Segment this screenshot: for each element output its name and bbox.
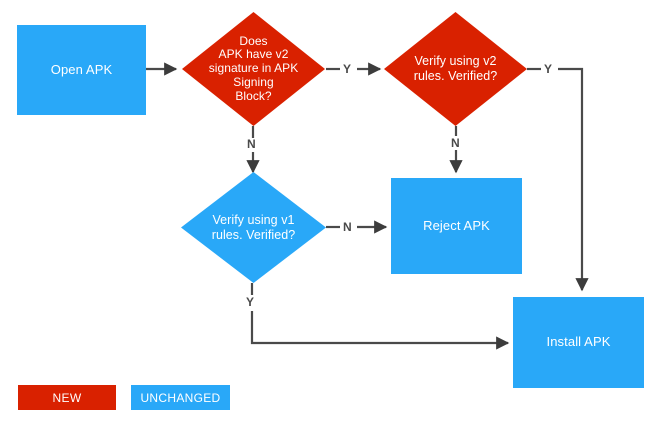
edge-verifyv2-yes [527,67,589,292]
diamond-shape-verify-v1 [181,172,326,283]
edge-label-v2check-no: N [247,137,256,151]
diamond-shape-has-v2-signature [182,12,325,126]
legend-item-unchanged: UNCHANGED [131,385,230,410]
edge-label-verifyv2-no: N [451,136,460,150]
node-reject-apk-label: Reject APK [423,217,490,233]
edge-verifyv1-yes [250,283,510,350]
node-install-apk[interactable]: Install APK [513,297,644,388]
edge-label-verifyv2-yes: Y [544,62,553,76]
node-verify-v2[interactable]: Verify using v2 rules. Verified? [384,12,527,126]
node-open-apk-label: Open APK [50,61,113,77]
legend-item-unchanged-label: UNCHANGED [140,390,221,405]
legend-item-new-label: NEW [52,390,82,405]
legend-item-new: NEW [18,385,116,410]
edge-label-verifyv1-no: N [343,220,352,234]
diamond-shape-verify-v2 [384,12,527,126]
edge-label-v2check-yes: Y [343,62,352,76]
edge-label-verifyv1-yes: Y [246,295,255,309]
node-verify-v1[interactable]: Verify using v1 rules. Verified? [181,172,326,283]
node-open-apk[interactable]: Open APK [17,25,146,115]
node-install-apk-label: Install APK [546,334,611,350]
node-reject-apk[interactable]: Reject APK [391,178,522,274]
node-has-v2-signature[interactable]: Does APK have v2 signature in APK Signin… [182,12,325,126]
